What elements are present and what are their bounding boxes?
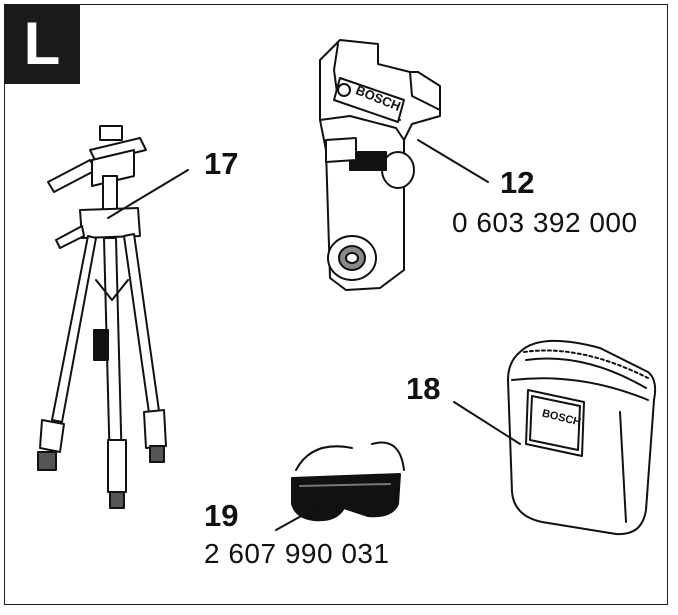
order-code-12: 0 603 392 000 xyxy=(452,207,638,238)
wall-mount-drawing xyxy=(319,39,441,291)
leader-line-18 xyxy=(453,401,521,445)
laser-glasses-drawing xyxy=(291,441,405,522)
part-number-19: 19 xyxy=(204,498,239,533)
part-number-18: 18 xyxy=(406,371,441,406)
figure-frame xyxy=(4,4,668,605)
leader-line-19 xyxy=(275,499,331,531)
carry-pouch-drawing xyxy=(507,339,657,536)
part-number-17: 17 xyxy=(204,146,239,181)
leader-line-12 xyxy=(417,139,489,183)
leader-line-17 xyxy=(107,169,189,219)
order-code-19: 2 607 990 031 xyxy=(204,538,390,569)
part-number-12: 12 xyxy=(500,165,535,200)
tripod-drawing xyxy=(37,125,167,509)
section-letter-badge: L xyxy=(4,4,80,84)
